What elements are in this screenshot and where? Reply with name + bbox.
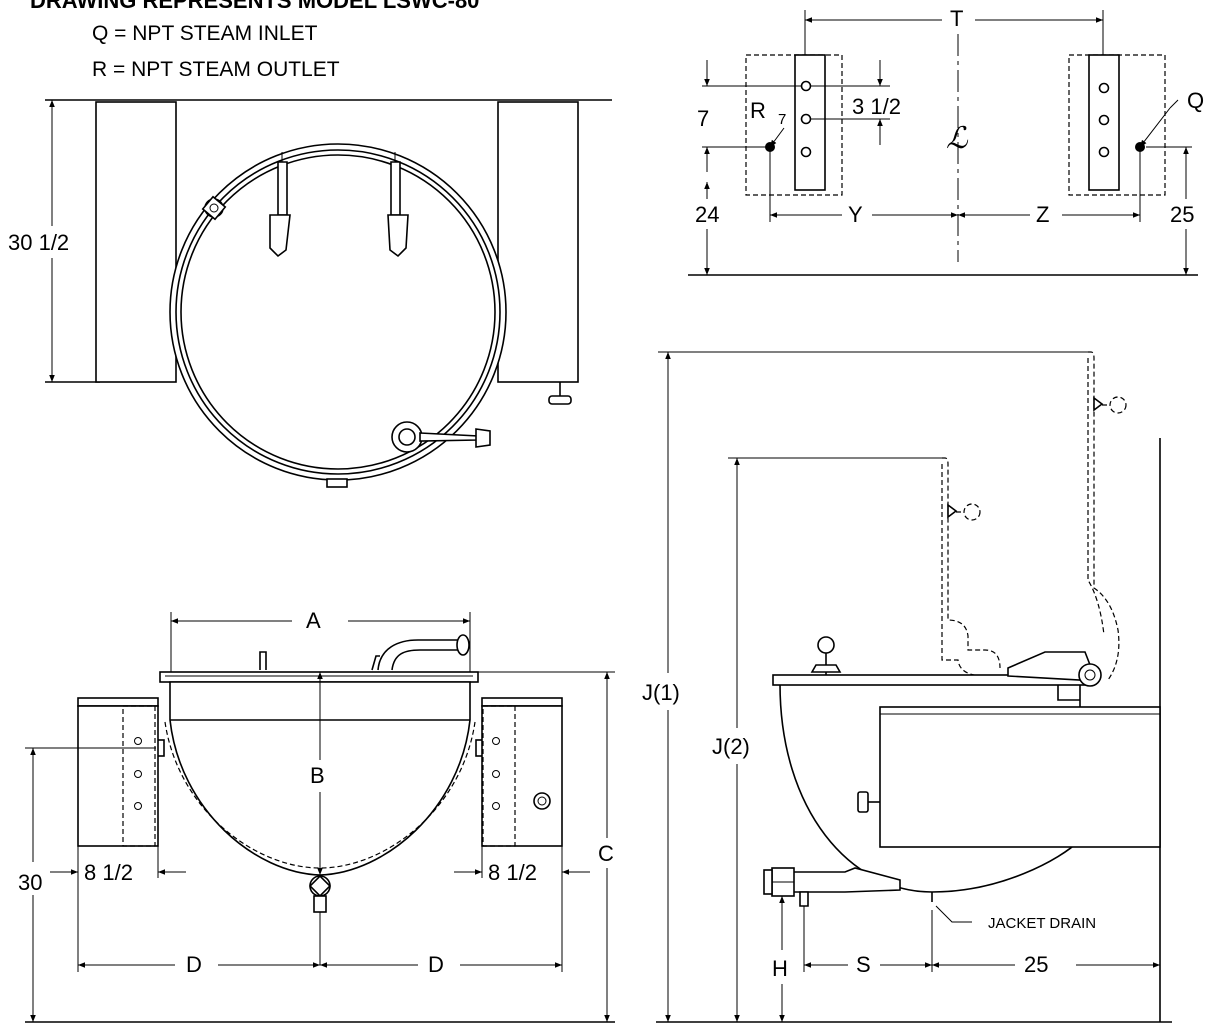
- dim-j2-label: J(2): [712, 734, 750, 759]
- detail-view: T ℒ 7 3 1/2 R 7 Q: [688, 6, 1204, 276]
- dim-a-label: A: [306, 608, 321, 633]
- drawing-title: DRAWING REPRESENTS MODEL LSWC-80: [30, 0, 479, 13]
- dim-j1-label: J(1): [642, 680, 680, 705]
- dim-30-label: 30: [18, 870, 42, 895]
- dim-3half-label: 3 1/2: [852, 94, 901, 119]
- port-r-label: R: [750, 98, 766, 123]
- dim-24-label: 24: [695, 202, 719, 227]
- dim-b-label: B: [310, 763, 325, 788]
- gauge-icon: [533, 792, 551, 810]
- port-q-label: Q: [1187, 88, 1204, 113]
- top-view: 30 1/2: [4, 99, 612, 488]
- side-knob-icon: [857, 791, 869, 813]
- dim-s-label: S: [856, 952, 871, 977]
- dim-y-label: Y: [848, 202, 863, 227]
- dim-25-side-label: 25: [1024, 952, 1048, 977]
- hinge-icon: [1078, 663, 1102, 687]
- legend-r: R = NPT STEAM OUTLET: [92, 58, 340, 81]
- dim-d-right-label: D: [428, 952, 444, 977]
- side-view: J(1) J(2): [642, 351, 1172, 1023]
- dim-c-label: C: [598, 841, 614, 866]
- top-height-label: 30 1/2: [8, 230, 69, 255]
- dim-8half-right-label: 8 1/2: [488, 860, 537, 885]
- dim-25-label: 25: [1170, 202, 1194, 227]
- dim-h-label: H: [772, 956, 788, 981]
- centerline-label: ℒ: [946, 121, 969, 156]
- dim-8half-left-label: 8 1/2: [84, 860, 133, 885]
- legend-q: Q = NPT STEAM INLET: [92, 22, 318, 45]
- dim-z-label: Z: [1036, 202, 1049, 227]
- port-r-sub: 7: [778, 111, 786, 128]
- drain-handle-icon: [391, 421, 423, 453]
- dim-7-label: 7: [697, 106, 709, 131]
- front-view: A: [18, 608, 615, 1023]
- jacket-drain-label: JACKET DRAIN: [988, 915, 1096, 932]
- dim-t-label: T: [950, 6, 963, 31]
- dim-d-left-label: D: [186, 952, 202, 977]
